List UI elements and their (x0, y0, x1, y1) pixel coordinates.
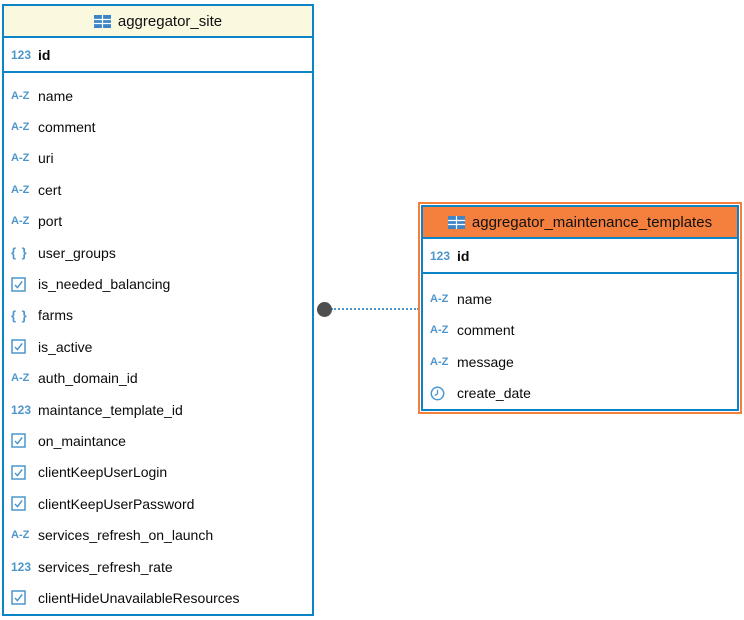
column-row-id[interactable]: 123 id (4, 38, 312, 71)
string-type-icon: A-Z (11, 152, 30, 165)
column-row-clientKeepUserPassword[interactable]: clientKeepUserPassword (4, 488, 312, 519)
boolean-type-icon (11, 276, 38, 292)
primary-key-section: 123 id (4, 38, 312, 73)
column-name: maintance_template_id (38, 401, 183, 418)
string-type-icon: A-Z (11, 215, 30, 228)
primary-key-section: 123 id (423, 239, 737, 274)
column-name: id (457, 247, 470, 264)
column-name: farms (38, 307, 73, 324)
column-name: auth_domain_id (38, 370, 138, 387)
table-aggregator-maintenance-templates[interactable]: aggregator_maintenance_templates 123 id A… (421, 205, 739, 411)
datetime-type-icon (430, 386, 457, 401)
table-icon (93, 14, 111, 28)
column-name: on_maintance (38, 432, 126, 449)
column-name: message (457, 353, 514, 370)
table-header[interactable]: aggregator_maintenance_templates (423, 207, 737, 239)
column-row-farms[interactable]: { } farms (4, 300, 312, 331)
string-type-icon: A-Z (11, 121, 30, 134)
boolean-type-icon (11, 496, 38, 512)
number-type-icon: 123 (430, 248, 451, 263)
column-name: services_refresh_rate (38, 558, 173, 575)
column-row-is_active[interactable]: is_active (4, 331, 312, 362)
boolean-type-icon (11, 433, 38, 449)
column-name: clientHideUnavailableResources (38, 589, 240, 606)
column-name: name (38, 87, 74, 104)
boolean-type-icon (11, 590, 38, 606)
column-name: uri (38, 150, 54, 167)
column-name: id (38, 46, 51, 63)
column-name: port (38, 213, 63, 230)
column-row-name[interactable]: A-Z name (4, 80, 312, 111)
boolean-type-icon (11, 465, 38, 480)
column-name: comment (457, 322, 515, 339)
column-row-name[interactable]: A-Z name (423, 283, 737, 315)
column-row-cert[interactable]: A-Z cert (4, 174, 312, 205)
column-row-uri[interactable]: A-Z uri (4, 143, 312, 174)
column-row-services_refresh_on_launch[interactable]: A-Z services_refresh_on_launch (4, 519, 312, 550)
number-type-icon: 123 (11, 559, 32, 574)
column-name: is_needed_balancing (38, 276, 171, 293)
column-row-maintance_template_id[interactable]: 123 maintance_template_id (4, 394, 312, 425)
column-name: name (457, 290, 493, 307)
string-type-icon: A-Z (430, 324, 449, 337)
column-name: clientKeepUserPassword (38, 495, 195, 512)
column-row-on_maintance[interactable]: on_maintance (4, 425, 312, 456)
column-row-port[interactable]: A-Z port (4, 206, 312, 237)
column-name: create_date (457, 385, 531, 402)
string-type-icon: A-Z (430, 292, 449, 305)
table-icon (447, 215, 465, 229)
column-row-create_date[interactable]: create_date (423, 378, 737, 410)
string-type-icon: A-Z (11, 89, 30, 102)
column-name: comment (38, 119, 96, 136)
number-type-icon: 123 (11, 47, 32, 62)
string-type-icon: A-Z (11, 183, 30, 196)
column-name: services_refresh_on_launch (38, 527, 214, 544)
boolean-type-icon (11, 339, 38, 355)
json-type-icon: { } (11, 307, 28, 323)
column-row-services_refresh_rate[interactable]: 123 services_refresh_rate (4, 551, 312, 582)
table-title: aggregator_maintenance_templates (471, 213, 713, 231)
column-name: cert (38, 181, 62, 198)
column-row-id[interactable]: 123 id (423, 239, 737, 272)
table-highlight-outline: aggregator_maintenance_templates 123 id A… (418, 202, 742, 414)
column-name: user_groups (38, 244, 116, 261)
string-type-icon: A-Z (11, 529, 30, 542)
relation-line[interactable] (331, 308, 419, 310)
column-name: is_active (38, 338, 93, 355)
column-row-comment[interactable]: A-Z comment (4, 111, 312, 142)
column-row-message[interactable]: A-Z message (423, 346, 737, 378)
column-row-clientKeepUserLogin[interactable]: clientKeepUserLogin (4, 457, 312, 488)
column-row-clientHideUnavailableResources[interactable]: clientHideUnavailableResources (4, 582, 312, 613)
relation-endpoint-dot[interactable] (317, 302, 332, 317)
column-row-auth_domain_id[interactable]: A-Z auth_domain_id (4, 363, 312, 394)
column-name: clientKeepUserLogin (38, 464, 168, 481)
string-type-icon: A-Z (11, 372, 30, 385)
string-type-icon: A-Z (430, 355, 449, 368)
column-row-is_needed_balancing[interactable]: is_needed_balancing (4, 268, 312, 299)
table-header[interactable]: aggregator_site (4, 6, 312, 38)
column-row-user_groups[interactable]: { } user_groups (4, 237, 312, 268)
table-title: aggregator_site (117, 12, 223, 30)
json-type-icon: { } (11, 245, 28, 261)
column-row-comment[interactable]: A-Z comment (423, 315, 737, 347)
number-type-icon: 123 (11, 402, 32, 417)
